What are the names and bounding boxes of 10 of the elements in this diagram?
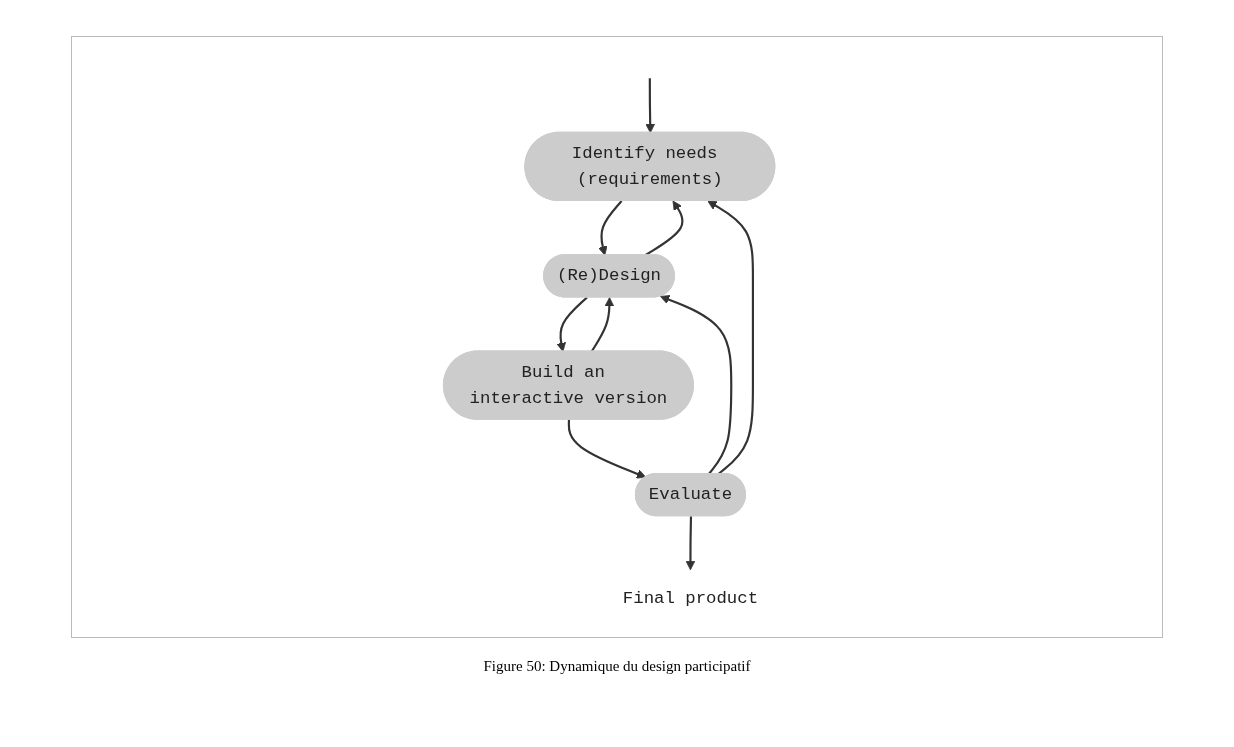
arrow: [567, 419, 647, 479]
arrow: [556, 296, 588, 353]
arrow: [645, 78, 655, 134]
figure-caption: Figure 50: Dynamique du design participatif: [483, 658, 751, 675]
arrow: [660, 295, 733, 475]
arrow: [707, 200, 754, 475]
arrow: [685, 516, 696, 571]
arrow: [590, 297, 615, 353]
node-text: Final product: [622, 589, 759, 609]
arrow: [598, 200, 623, 256]
